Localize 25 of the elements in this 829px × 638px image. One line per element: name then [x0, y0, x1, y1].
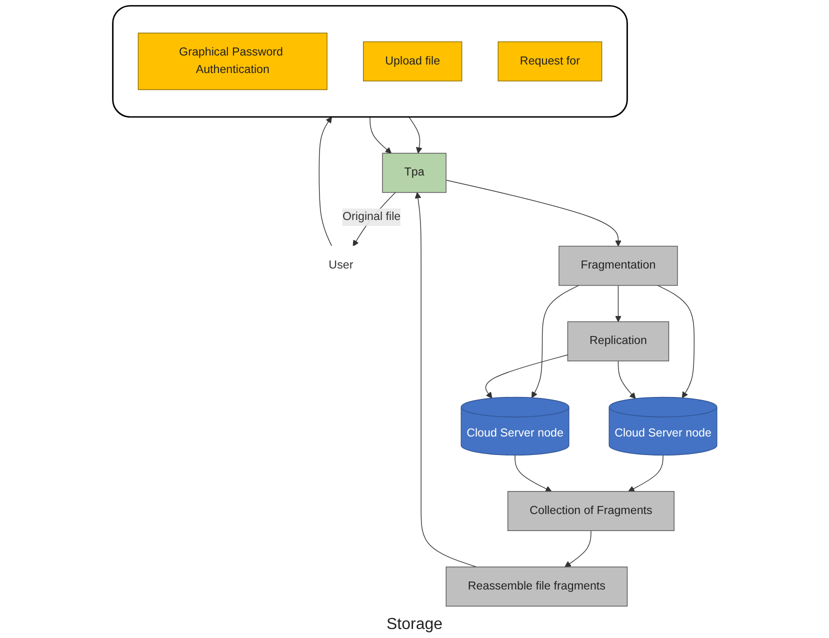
node-text: User — [328, 259, 353, 272]
note-text: Storage — [386, 616, 443, 634]
node-box: Replication — [566, 321, 669, 362]
node-box: Fragmentation — [558, 246, 678, 286]
edge-label: Original file — [342, 210, 400, 224]
arrow — [369, 116, 392, 154]
node-box: Collection of Fragments — [507, 491, 674, 532]
arrow — [656, 285, 694, 398]
node-box: Upload file — [362, 41, 462, 82]
arrow — [318, 116, 332, 247]
arrow — [445, 180, 622, 246]
node-box: Graphical Password Authentication — [138, 32, 328, 90]
arrow — [414, 192, 477, 568]
arrow — [531, 285, 579, 398]
node-box: Reassemble file fragments — [445, 566, 628, 607]
arrow — [408, 116, 422, 154]
cluster — [112, 5, 628, 118]
node-box: Request for — [497, 41, 602, 82]
arrow — [485, 354, 568, 398]
arrow — [514, 454, 552, 492]
arrow — [564, 530, 591, 568]
arrow — [618, 360, 636, 399]
arrow — [628, 454, 664, 492]
arrow — [614, 285, 622, 322]
node-box: Tpa — [382, 152, 446, 193]
